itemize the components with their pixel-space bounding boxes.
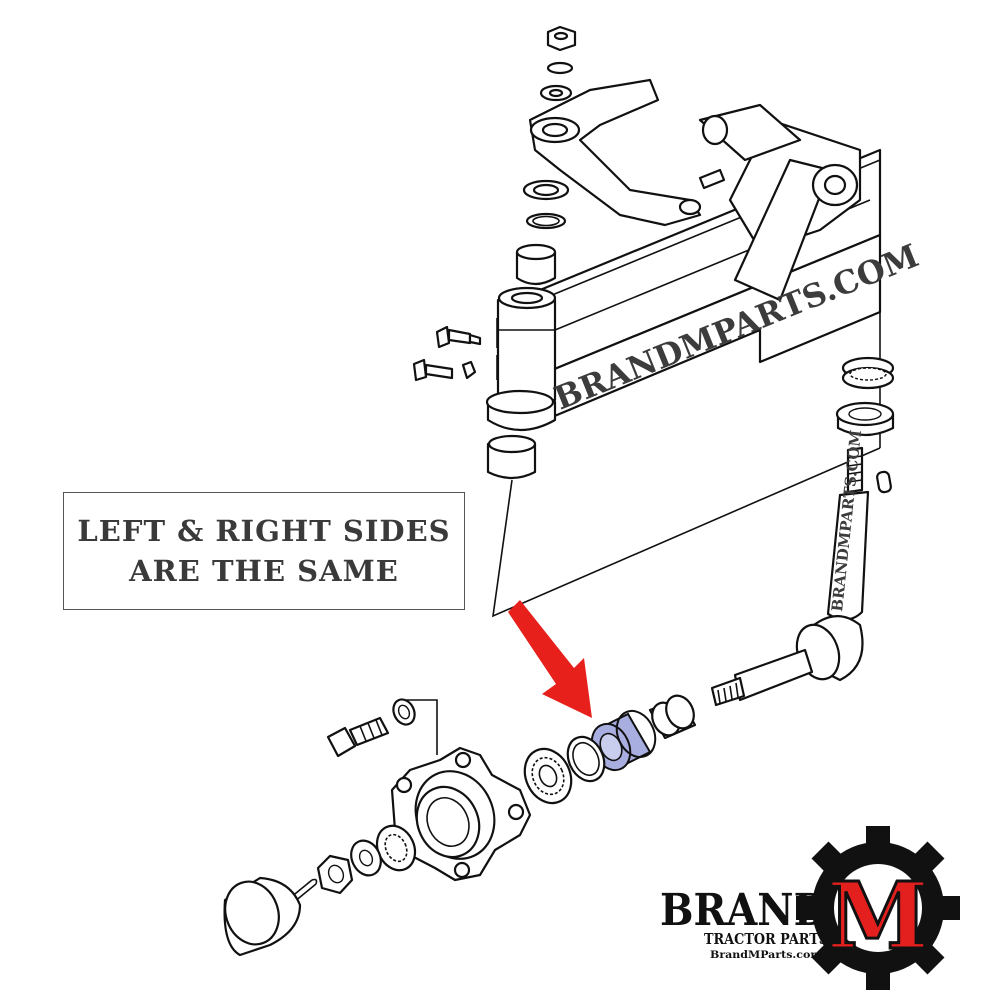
logo-brand-word: BRAND: [660, 885, 828, 936]
kingpin-bushing-stack: [515, 179, 570, 286]
hub-bolt: [326, 698, 416, 758]
washer: [350, 839, 382, 877]
castle-nut: [316, 854, 354, 895]
gear-icon: [796, 826, 960, 990]
spindle: [710, 446, 870, 707]
hub: [390, 746, 532, 882]
red-pointer-arrow: [508, 600, 592, 718]
callout-line-2: ARE THE SAME: [129, 554, 399, 588]
steering-arm: [528, 78, 702, 227]
callout-line-1: LEFT & RIGHT SIDES: [77, 514, 451, 548]
inner-bearing: [523, 747, 573, 805]
dust-cap: [223, 876, 302, 957]
pivot-bracket: [698, 103, 862, 302]
thrust-bearing-lower: [835, 401, 895, 437]
spindle-collar: [648, 694, 697, 740]
logo-letter-m: M: [827, 862, 929, 970]
top-nut-stack: [539, 25, 577, 102]
snap-ring: [566, 735, 606, 783]
key: [876, 470, 892, 494]
thrust-bearing-upper: [841, 356, 895, 390]
housing-bolts: [412, 318, 498, 382]
same-sides-callout: LEFT & RIGHT SIDES ARE THE SAME: [63, 492, 465, 610]
brand-m-logo: M BRAND TRACTOR PARTS BrandMParts.com: [660, 826, 960, 990]
logo-url: BrandMParts.com: [710, 950, 822, 961]
kingpin-housing: [485, 286, 557, 431]
logo-tagline: TRACTOR PARTS: [704, 930, 828, 948]
lower-bushing: [486, 434, 537, 480]
